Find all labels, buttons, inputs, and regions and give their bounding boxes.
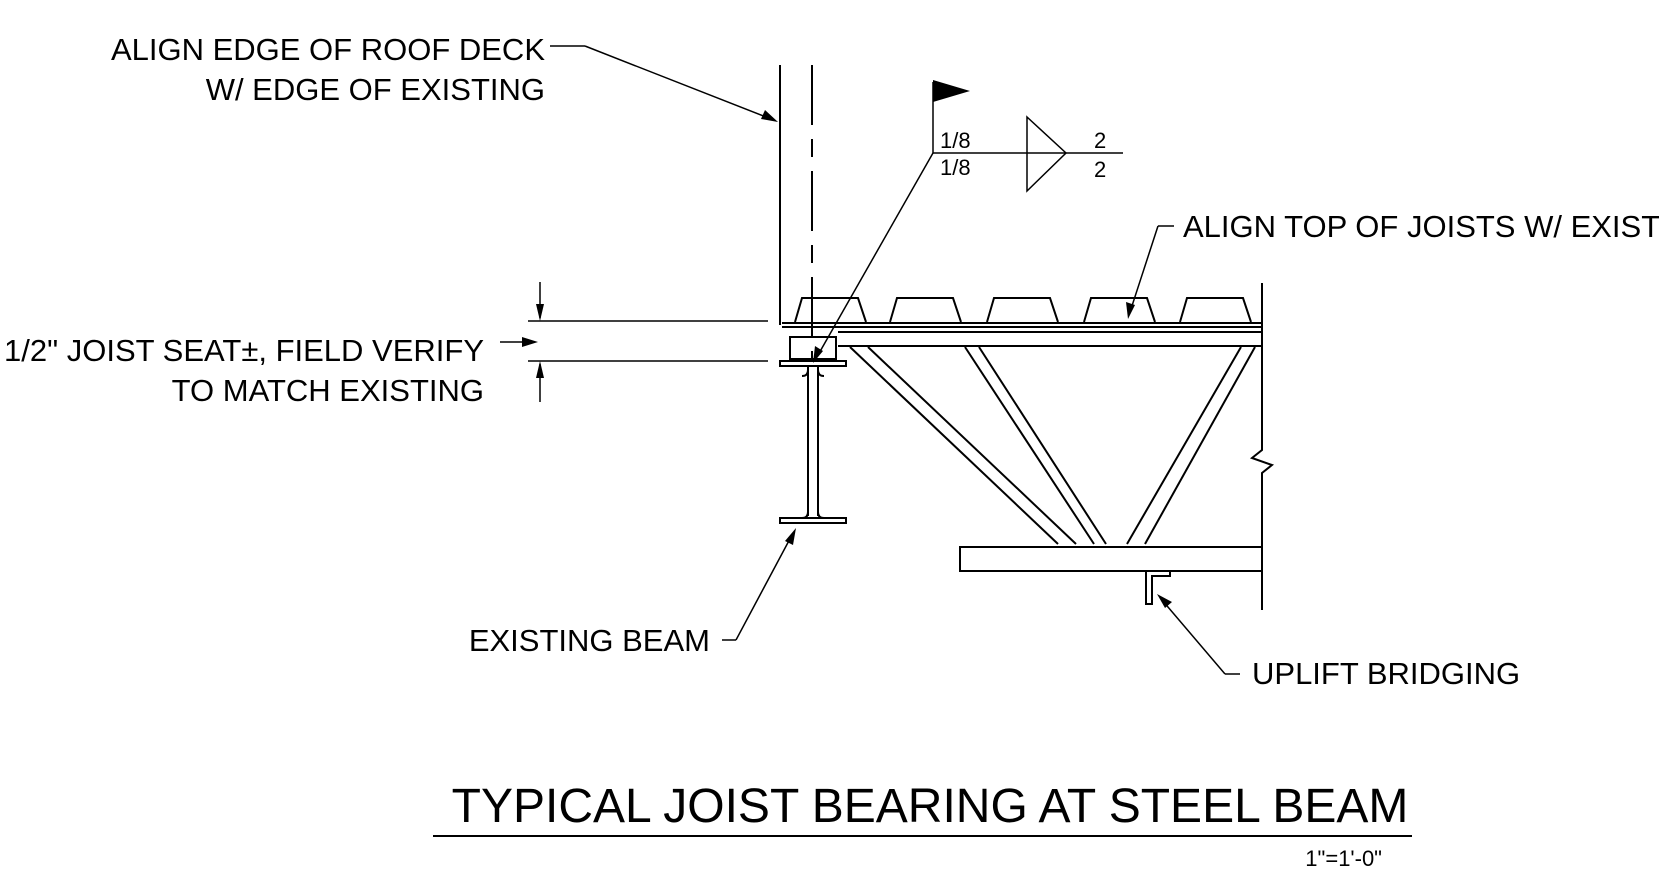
field-weld-flag-icon bbox=[933, 80, 970, 102]
joist-seat-plate bbox=[789, 336, 837, 360]
joist-seat-label-line2: TO MATCH EXISTING bbox=[172, 373, 484, 408]
existing-steel-beam bbox=[779, 360, 847, 524]
uplift-bridging-leader bbox=[1157, 594, 1240, 675]
drawing-scale: 1"=1'-0" bbox=[1305, 846, 1382, 871]
joist-seat-label-line1: 2 1/2" JOIST SEAT±, FIELD VERIFY bbox=[0, 333, 484, 368]
joist-bottom-chord bbox=[959, 546, 1263, 572]
weld-arrow-side-size: 1/8 bbox=[940, 128, 971, 153]
break-line bbox=[1249, 283, 1275, 610]
roof-deck-label-line1: ALIGN EDGE OF ROOF DECK bbox=[111, 32, 545, 67]
uplift-bridging-label: UPLIFT BRIDGING bbox=[1252, 656, 1520, 691]
top-joists-leader bbox=[1126, 225, 1174, 319]
roof-deck bbox=[782, 297, 1262, 328]
weld-arrow-side-length: 2 bbox=[1094, 128, 1106, 153]
weld-other-side-length: 2 bbox=[1094, 157, 1106, 182]
existing-beam-leader bbox=[722, 528, 796, 641]
uplift-bridging-angle bbox=[1145, 571, 1171, 605]
joist-seat-dimension bbox=[500, 282, 768, 402]
fillet-weld-icon bbox=[1026, 115, 1068, 193]
weld-symbol bbox=[813, 80, 1123, 363]
roof-deck-label-line2: W/ EDGE OF EXISTING bbox=[206, 72, 545, 107]
roof-deck-leader bbox=[550, 45, 778, 122]
top-joists-label: ALIGN TOP OF JOISTS W/ EXISTING bbox=[1183, 209, 1659, 244]
drawing-title: TYPICAL JOIST BEARING AT STEEL BEAM bbox=[452, 780, 1409, 833]
weld-other-side-size: 1/8 bbox=[940, 155, 971, 180]
joist-web-members bbox=[849, 346, 1256, 545]
joist-top-chord bbox=[838, 331, 1262, 347]
existing-beam-label: EXISTING BEAM bbox=[469, 623, 710, 658]
